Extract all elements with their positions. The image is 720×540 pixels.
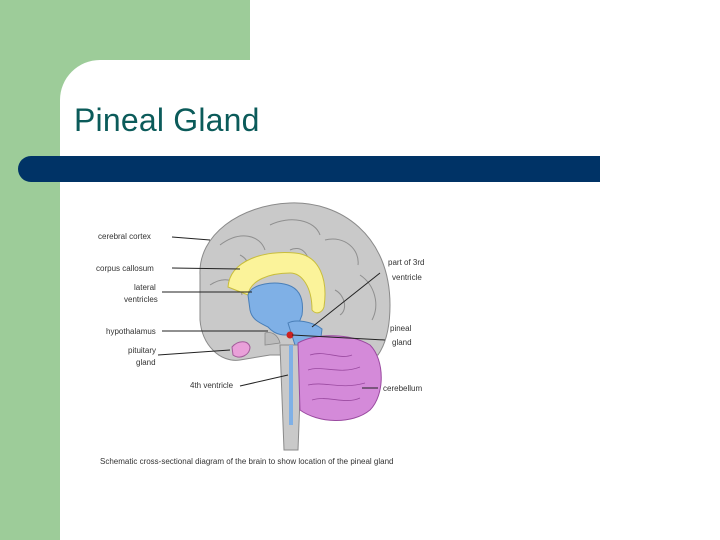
cerebellum-folds [307, 353, 366, 401]
label-cerebral-cortex: cerebral cortex [98, 232, 151, 241]
label-corpus-callosum: corpus callosum [96, 264, 154, 273]
slide-title: Pineal Gland [74, 102, 260, 138]
pineal-gland [286, 331, 294, 339]
label-pituitary: pituitary [128, 346, 156, 355]
label-lateral: lateral [134, 283, 156, 292]
corpus-callosum [227, 251, 326, 314]
cerebellum [297, 335, 382, 421]
leader-lines [157, 236, 386, 389]
label-pituitary-gland: gland [136, 358, 156, 367]
pituitary-gland [231, 341, 251, 358]
label-cerebellum: cerebellum [383, 384, 422, 393]
label-ventricle: ventricle [392, 273, 422, 282]
brain-diagram: cerebral cortex corpus callosum lateral … [96, 202, 424, 466]
label-ventricles: ventricles [124, 295, 158, 304]
label-pineal: pineal [390, 324, 412, 333]
label-part-of-3rd: part of 3rd [388, 258, 424, 267]
label-4th-ventricle: 4th ventricle [190, 381, 234, 390]
diagram-caption: Schematic cross-sectional diagram of the… [100, 457, 394, 466]
brain-cerebrum [199, 202, 391, 361]
title-underline-bar [18, 156, 600, 182]
label-hypothalamus: hypothalamus [106, 327, 156, 336]
label-pineal-gland: gland [392, 338, 412, 347]
fourth-ventricle-canal [289, 345, 293, 425]
hypothalamus-region [264, 332, 281, 346]
